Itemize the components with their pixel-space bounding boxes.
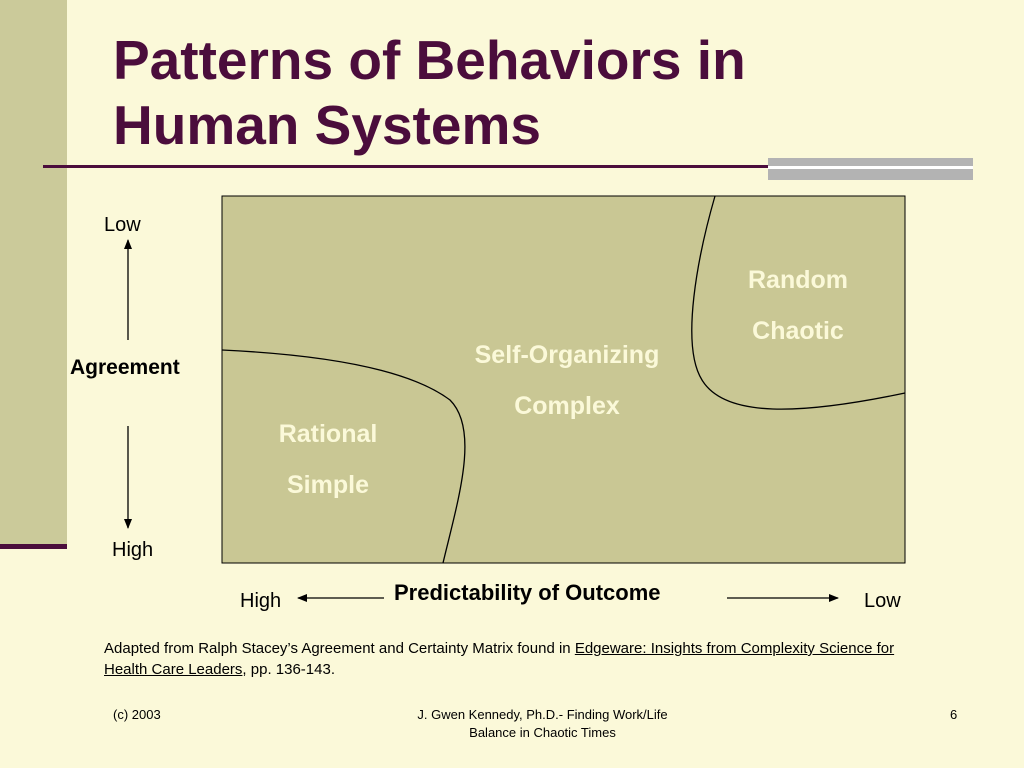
region-rational-label: Rational: [279, 420, 378, 448]
predictability-axis-label: Predictability of Outcome: [394, 580, 661, 605]
rational-complex-boundary: [221, 349, 466, 564]
agreement-axis-label: Agreement: [70, 356, 180, 379]
predictability-low-label: Low: [864, 590, 901, 612]
region-random-label: Random: [748, 266, 848, 294]
complex-chaotic-boundary: [691, 195, 906, 410]
title-line-1: Patterns of Behaviors in: [113, 29, 746, 91]
region-chaotic-label: Chaotic: [752, 317, 844, 345]
accent-bar: [768, 158, 973, 180]
agreement-high-label: High: [112, 539, 154, 561]
title-line-2: Human Systems: [113, 94, 541, 156]
region-simple-label: Simple: [287, 471, 369, 499]
slide-title: Patterns of Behaviors in Human Systems: [113, 28, 746, 158]
source-citation: Adapted from Ralph Stacey’s Agreement an…: [104, 638, 934, 680]
source-prefix: Adapted from Ralph Stacey’s Agreement an…: [104, 640, 575, 657]
left-decor-bar: [0, 544, 67, 549]
footer-page-number: 6: [950, 707, 958, 722]
agreement-low-label: Low: [104, 214, 141, 236]
footer-author-line-1: J. Gwen Kennedy, Ph.D.- Finding Work/Lif…: [417, 707, 668, 722]
footer-copyright: (c) 2003: [113, 707, 161, 722]
footer-author-line-2: Balance in Chaotic Times: [469, 725, 616, 740]
region-complex-label: Complex: [514, 392, 620, 420]
predictability-high-label: High: [240, 590, 282, 612]
left-decor-band: [0, 0, 67, 544]
footer-author: J. Gwen Kennedy, Ph.D.- Finding Work/Lif…: [380, 706, 705, 742]
matrix-box: [221, 195, 906, 564]
source-book-title: Edgeware: Insights from Complexity Scien…: [104, 640, 895, 678]
region-self-organizing-label: Self-Organizing: [475, 341, 660, 369]
source-suffix: , pp. 136-143.: [242, 661, 335, 678]
title-rule: [43, 165, 973, 168]
